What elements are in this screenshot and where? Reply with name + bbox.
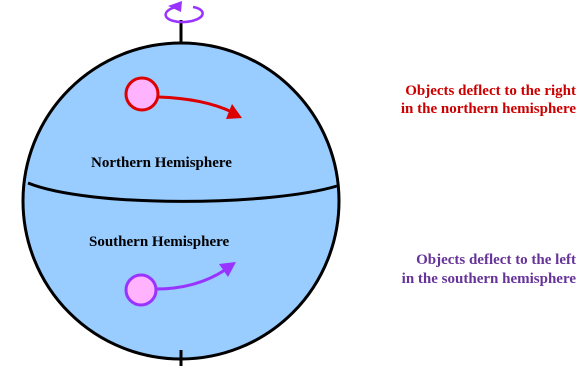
north-object xyxy=(124,76,160,112)
south-note: Objects deflect to the left in the south… xyxy=(402,252,577,287)
rotation-arrow-icon xyxy=(164,1,204,24)
south-object xyxy=(124,273,158,307)
south-deflection-group xyxy=(124,262,236,307)
north-note-line-2: in the northern hemisphere xyxy=(401,101,576,117)
equator-line xyxy=(27,181,338,203)
north-note: Objects deflect to the right in the nort… xyxy=(401,83,576,117)
southern-hemisphere-label: Southern Hemisphere xyxy=(89,234,229,250)
north-deflection-arrow-icon xyxy=(157,95,233,114)
north-deflection-group xyxy=(124,76,242,119)
north-note-line-1: Objects deflect to the right xyxy=(405,83,576,99)
south-deflection-arrow-icon xyxy=(155,268,226,291)
south-note-line-1: Objects deflect to the left xyxy=(416,252,576,268)
northern-hemisphere-label: Northern Hemisphere xyxy=(91,155,232,171)
south-note-line-2: in the southern hemisphere xyxy=(402,271,577,287)
